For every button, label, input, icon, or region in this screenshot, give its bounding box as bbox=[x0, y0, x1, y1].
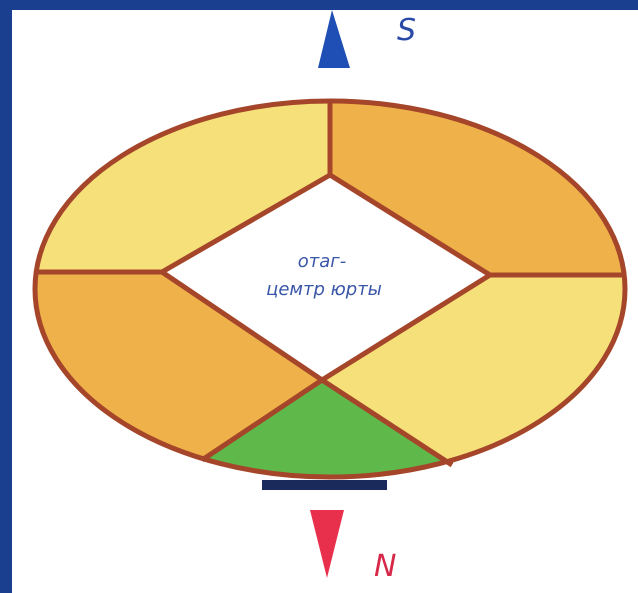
door-threshold bbox=[262, 480, 387, 490]
diagram-frame: S отаг- цемтр юрты bbox=[12, 10, 638, 593]
north-label: N bbox=[374, 549, 396, 584]
south-label: S bbox=[397, 13, 416, 48]
center-label-line2: цемтр юрты bbox=[266, 279, 382, 300]
south-arrow-icon bbox=[318, 10, 350, 68]
north-arrow-icon bbox=[310, 510, 344, 578]
yurt-plan-diagram: S отаг- цемтр юрты bbox=[12, 10, 638, 593]
center-label-line1: отаг- bbox=[298, 251, 346, 272]
